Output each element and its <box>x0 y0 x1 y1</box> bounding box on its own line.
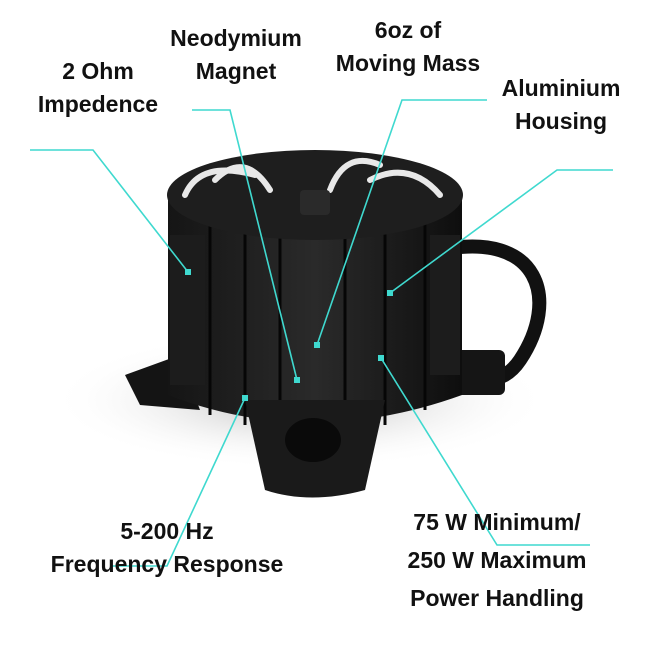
callout-line: 2 Ohm <box>62 58 134 84</box>
center-post <box>300 190 330 215</box>
callout-line: Moving Mass <box>335 50 481 76</box>
callout-leader <box>192 109 298 381</box>
callout-frequency: 5-200 Hz Frequency Response <box>51 515 284 581</box>
callout-power: 75 W Minimum/ 250 W Maximum Power Handli… <box>408 503 587 617</box>
callout-magnet: Neodymium Magnet <box>170 22 302 88</box>
callout-line: 5-200 Hz <box>120 518 214 544</box>
callout-impedance: 2 Ohm Impedence <box>38 55 158 121</box>
callout-marker <box>185 269 191 275</box>
callout-marker <box>314 342 320 348</box>
callout-line: Frequency Response <box>50 551 284 577</box>
callout-line: Power Handling <box>410 585 584 611</box>
callout-housing: Aluminium Housing <box>502 72 621 138</box>
callout-line: 75 W Minimum/ <box>413 509 581 535</box>
callout-line: Magnet <box>195 58 277 84</box>
callout-line: Housing <box>515 108 607 134</box>
callout-marker <box>387 290 393 296</box>
callout-marker <box>378 355 384 361</box>
callout-lines <box>30 99 613 567</box>
callout-mass: 6oz of Moving Mass <box>336 14 480 80</box>
callout-line: Neodymium <box>170 25 302 51</box>
callout-line: Impedence <box>37 91 159 117</box>
brand-label <box>430 235 460 375</box>
side-label <box>170 235 205 385</box>
callout-leader <box>110 397 246 567</box>
callout-leader <box>389 169 613 294</box>
callout-leader <box>380 357 590 546</box>
mount-hole <box>285 418 341 462</box>
callout-leader <box>316 99 487 346</box>
callout-line: 6oz of <box>374 17 442 43</box>
callout-line: 250 W Maximum <box>407 547 587 573</box>
callout-leader <box>30 149 189 273</box>
callout-line: Aluminium <box>501 75 621 101</box>
callout-marker <box>242 395 248 401</box>
callout-dots <box>185 269 393 401</box>
callout-marker <box>294 377 300 383</box>
